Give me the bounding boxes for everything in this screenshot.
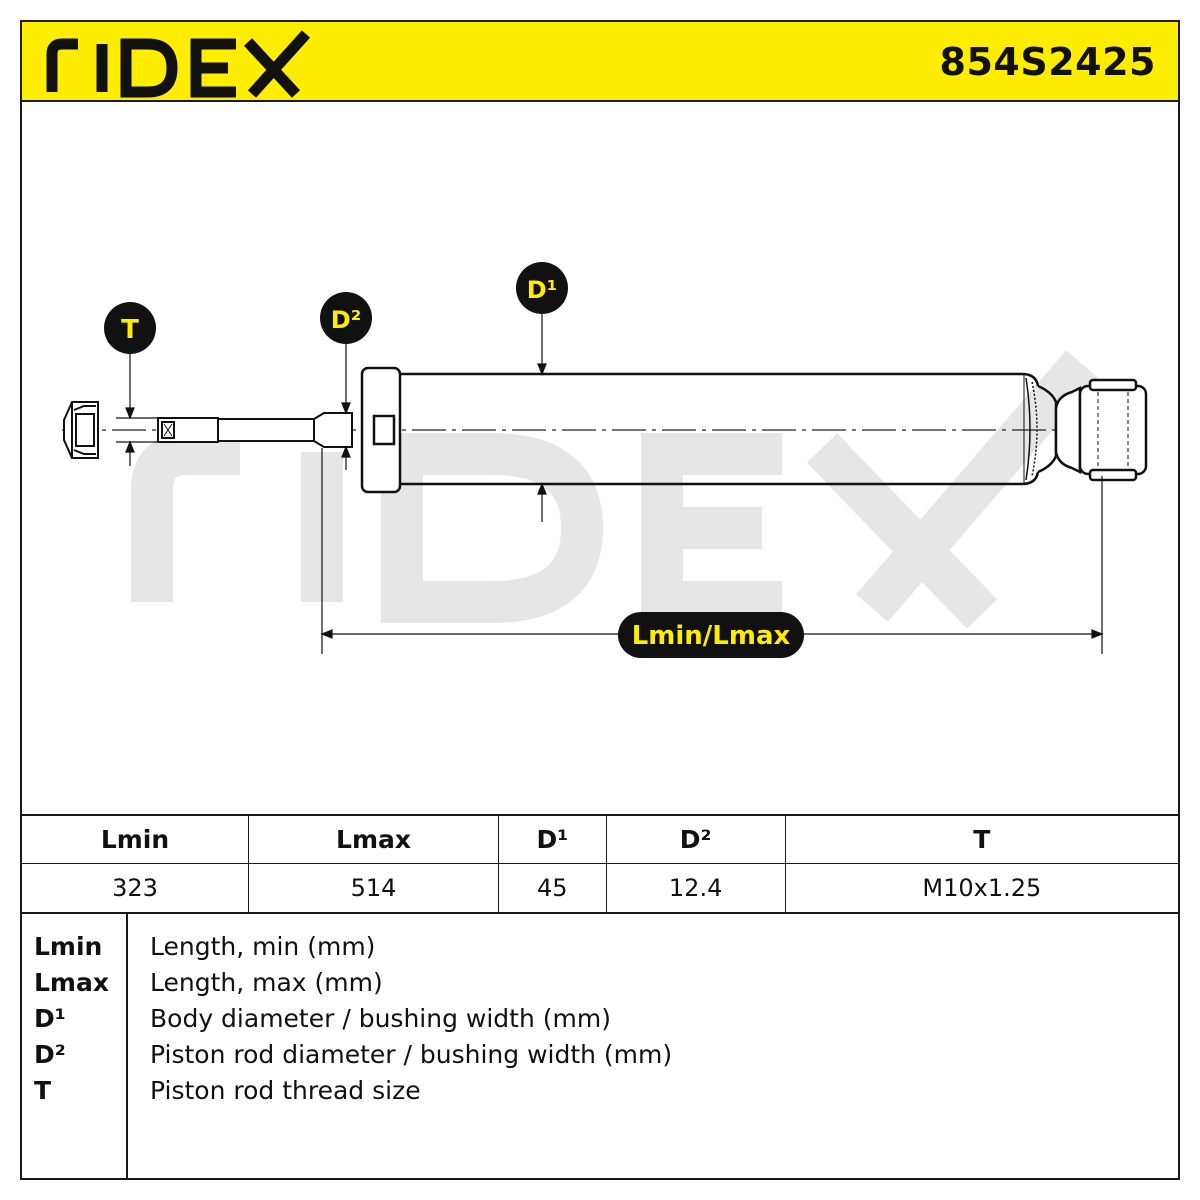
value-d1: 45 (498, 862, 607, 914)
legend-key: D² (34, 1040, 66, 1069)
spec-table: Lmin Lmax D¹ D² T 323 514 45 12.4 M10x1.… (22, 814, 1178, 914)
ridex-logo (46, 30, 311, 98)
datasheet-frame: 854S2425 (20, 20, 1180, 1180)
shock-body (400, 372, 1058, 486)
header-d1: D¹ (498, 814, 607, 864)
legend-divider (126, 914, 128, 1180)
legend-desc: Length, min (mm) (150, 932, 376, 961)
spec-header-row: Lmin Lmax D¹ D² T (22, 814, 1178, 864)
value-d2: 12.4 (605, 862, 786, 914)
value-lmax: 514 (248, 862, 499, 914)
svg-text:D¹: D¹ (527, 276, 557, 304)
legend-row: Lmax Length, max (mm) (22, 968, 1178, 1004)
legend-row: Lmin Length, min (mm) (22, 932, 1178, 968)
spec-value-row: 323 514 45 12.4 M10x1.25 (22, 862, 1178, 914)
legend-row: D² Piston rod diameter / bushing width (… (22, 1040, 1178, 1076)
legend-desc: Body diameter / bushing width (mm) (150, 1004, 611, 1033)
badge-length: Lmin/Lmax (618, 612, 804, 658)
technical-drawing: T D² D¹ (22, 102, 1178, 814)
bottom-eye-bushing (1054, 378, 1148, 482)
badge-t: T (104, 302, 156, 354)
header-lmin: Lmin (22, 814, 250, 864)
legend-desc: Piston rod thread size (150, 1076, 421, 1105)
legend-row: T Piston rod thread size (22, 1076, 1178, 1112)
top-mount (360, 366, 402, 494)
legend-key: D¹ (34, 1004, 66, 1033)
svg-text:T: T (121, 315, 139, 345)
legend-desc: Piston rod diameter / bushing width (mm) (150, 1040, 673, 1069)
header-d2: D² (605, 814, 786, 864)
svg-text:Lmin/Lmax: Lmin/Lmax (632, 621, 791, 651)
value-t: M10x1.25 (784, 862, 1178, 914)
legend-desc: Length, max (mm) (150, 968, 383, 997)
header-bar: 854S2425 (22, 22, 1178, 102)
legend-row: D¹ Body diameter / bushing width (mm) (22, 1004, 1178, 1040)
legend: Lmin Length, min (mm) Lmax Length, max (… (22, 912, 1178, 1180)
dimension-d1 (537, 312, 547, 522)
legend-key: Lmax (34, 968, 109, 997)
svg-text:D²: D² (331, 306, 361, 334)
legend-key: T (34, 1076, 52, 1105)
shock-absorber-drawing: T D² D¹ (62, 262, 1152, 658)
legend-key: Lmin (34, 932, 103, 961)
piston-rod (157, 412, 353, 448)
badge-d2: D² (320, 292, 372, 344)
header-lmax: Lmax (248, 814, 499, 864)
nut (63, 401, 99, 459)
header-t: T (784, 814, 1178, 864)
value-lmin: 323 (22, 862, 250, 914)
dimension-d2 (341, 342, 351, 470)
badge-d1: D¹ (516, 262, 568, 314)
part-number: 854S2425 (939, 40, 1156, 84)
watermark-logo (131, 350, 1098, 629)
